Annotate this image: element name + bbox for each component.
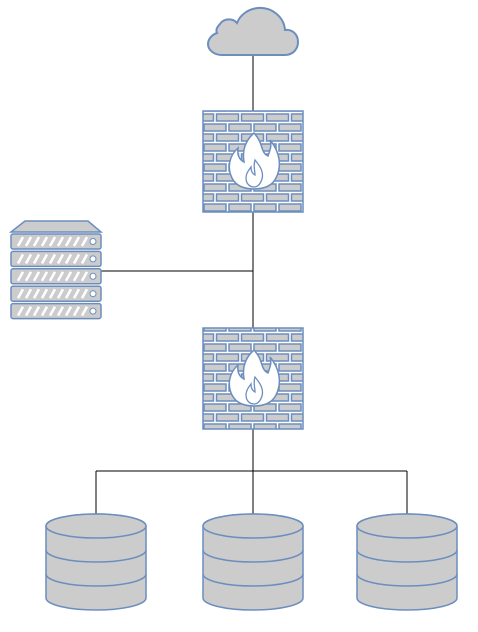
database-band	[356, 573, 458, 587]
vent-slot	[48, 305, 57, 317]
server-unit	[10, 233, 102, 250]
status-led	[89, 272, 97, 280]
vent-slot	[56, 236, 65, 247]
vent-slot	[24, 288, 33, 299]
database-top	[45, 513, 147, 539]
vent-slot	[48, 253, 57, 265]
vent-slot	[80, 253, 89, 265]
vent-slot	[40, 305, 49, 317]
server-rack-top	[8, 220, 104, 233]
vent-slot	[16, 288, 25, 299]
database-band	[45, 573, 147, 587]
database-band	[202, 573, 304, 587]
status-led	[89, 255, 97, 263]
vent-slot	[72, 288, 81, 299]
vent-slot	[40, 236, 49, 247]
vent-slot	[56, 288, 65, 299]
vent-slot	[72, 271, 81, 282]
vent-slot	[80, 236, 89, 247]
database-2	[202, 513, 304, 611]
vent-slot	[16, 305, 25, 317]
vent-slot	[56, 271, 65, 282]
vent-slot	[40, 253, 49, 265]
vent-slot	[64, 271, 73, 282]
vent-slot	[24, 236, 33, 247]
vent-slot	[24, 271, 33, 282]
database-top	[202, 513, 304, 539]
firewall-bottom	[202, 327, 304, 430]
vent-slot	[32, 271, 41, 282]
firewall-top	[202, 110, 304, 213]
vent-slot	[80, 305, 89, 317]
vent-slot	[72, 253, 81, 265]
vent-slot	[16, 253, 25, 265]
vent-slot	[32, 253, 41, 265]
server-unit	[10, 268, 102, 285]
vent-slot	[72, 236, 81, 247]
vent-slot	[40, 288, 49, 299]
database-3	[356, 513, 458, 611]
vent-slot	[32, 236, 41, 247]
vent-slot	[32, 288, 41, 299]
vent-slot	[40, 271, 49, 282]
server-unit	[10, 250, 102, 268]
vent-slot	[72, 305, 81, 317]
vent-slot	[48, 236, 57, 247]
vent-slot	[80, 288, 89, 299]
database-band	[356, 549, 458, 563]
vent-slot	[64, 305, 73, 317]
vent-slot	[80, 271, 89, 282]
status-led	[89, 238, 97, 245]
database-top	[356, 513, 458, 539]
vent-slot	[32, 305, 41, 317]
database-1	[45, 513, 147, 611]
vent-slot	[64, 288, 73, 299]
vent-slot	[16, 236, 25, 247]
vent-slot	[48, 271, 57, 282]
database-band	[45, 549, 147, 563]
server-unit	[10, 285, 102, 302]
vent-slot	[48, 288, 57, 299]
server-rack-icon	[8, 220, 104, 320]
vent-slot	[64, 253, 73, 265]
vent-slot	[24, 305, 33, 317]
status-led	[89, 307, 97, 315]
vent-slot	[56, 305, 65, 317]
cloud-icon	[206, 6, 300, 56]
vent-slot	[16, 271, 25, 282]
status-led	[89, 290, 97, 298]
vent-slot	[24, 253, 33, 265]
server-unit	[10, 302, 102, 320]
vent-slot	[64, 236, 73, 247]
connection-lines	[95, 56, 408, 514]
vent-slot	[56, 253, 65, 265]
database-band	[202, 549, 304, 563]
